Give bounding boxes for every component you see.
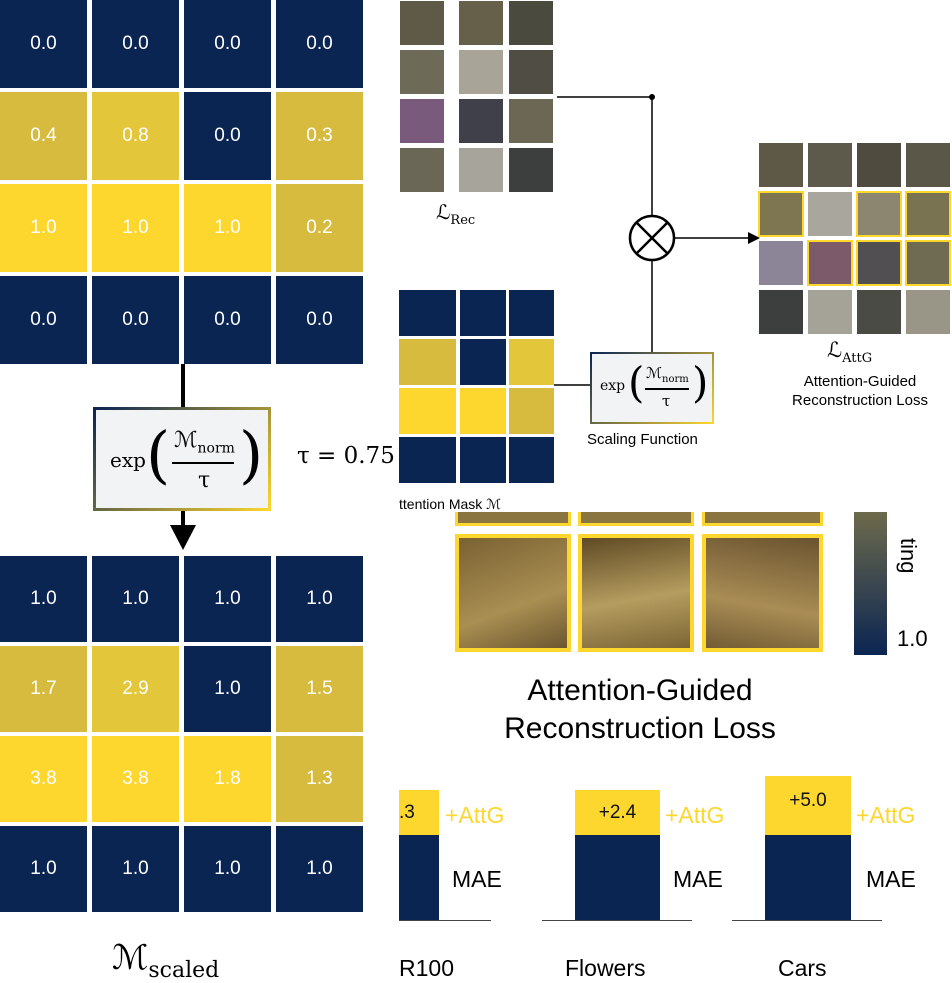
l-attg-symbol: ℒ xyxy=(827,338,843,362)
matrix-cell: 0.0 xyxy=(92,276,179,364)
numerator-symbol-small: ℳ xyxy=(646,364,663,382)
m-scaled-symbol: ℳ xyxy=(112,938,149,978)
matrix-cell: 2.9 xyxy=(92,646,179,732)
matrix-cell: 1.0 xyxy=(0,184,87,272)
mae-label: MAE xyxy=(452,866,502,892)
matrix-cell: 0.0 xyxy=(184,276,271,364)
weighting-colorbar xyxy=(854,512,887,655)
section-title: Attention-Guided Reconstruction Loss xyxy=(455,672,825,748)
l-rec-sub: Rec xyxy=(450,213,476,228)
matrix-cell: 0.0 xyxy=(184,0,271,88)
l-attg-sub: AttG xyxy=(842,351,873,367)
colorbar-tick: 1.0 xyxy=(897,626,928,651)
matrix-cell: 1.0 xyxy=(184,826,271,912)
mae-bar xyxy=(575,835,660,920)
matrix-cell: 0.0 xyxy=(184,92,271,180)
scaling-formula-box-small: exp ( ℳnorm τ ) xyxy=(590,352,714,424)
numerator-sub-small: norm xyxy=(662,374,689,385)
formula-numerator-small: ℳnorm xyxy=(646,364,689,385)
matrix-cell: 0.0 xyxy=(0,276,87,364)
matrix-cell: 0.4 xyxy=(0,92,87,180)
matrix-cell: 1.7 xyxy=(0,646,87,732)
delta-label: .3 xyxy=(399,801,415,823)
mae-label: MAE xyxy=(673,866,723,892)
fraction-bar-small xyxy=(645,388,689,390)
matrix-cell: 0.0 xyxy=(92,0,179,88)
section-title-line: Attention-Guided xyxy=(527,674,753,707)
attg-caption-line: Attention-Guided xyxy=(803,373,917,390)
connector-line xyxy=(181,510,185,528)
l-rec-symbol: ℒ xyxy=(436,200,451,224)
attg-bar: +2.4 xyxy=(575,790,660,835)
attention-mask-label: ttention Mask ℳ xyxy=(399,496,502,512)
paren-close: ) xyxy=(239,418,264,491)
matrix-cell: 3.8 xyxy=(92,736,179,822)
matrix-cell: 0.3 xyxy=(276,92,363,180)
paren-close-small: ) xyxy=(692,358,709,407)
connector-line xyxy=(181,364,185,409)
matrix-cell: 1.0 xyxy=(92,826,179,912)
formula-denominator-small: τ xyxy=(662,392,671,410)
matrix-cell: 0.2 xyxy=(276,184,363,272)
scaling-formula-box: exp ( ℳnorm τ ) xyxy=(93,407,271,511)
delta-label: +2.4 xyxy=(598,801,637,823)
dataset-label: R100 xyxy=(399,955,454,981)
matrix-cell: 1.0 xyxy=(276,556,363,642)
attg-label: +AttG xyxy=(445,802,505,828)
section-title-line: Reconstruction Loss xyxy=(504,712,776,745)
attg-caption-line: Reconstruction Loss xyxy=(792,392,928,409)
matrix-cell: 3.8 xyxy=(0,736,87,822)
matrix-cell: 1.3 xyxy=(276,736,363,822)
l-rec-label: ℒRec xyxy=(436,200,475,228)
mae-bar xyxy=(765,835,851,920)
mae-label: MAE xyxy=(866,866,916,892)
fraction-bar xyxy=(172,462,234,464)
matrix-cell: 0.0 xyxy=(276,0,363,88)
numerator-sub: norm xyxy=(197,440,235,457)
matrix-cell: 1.5 xyxy=(276,646,363,732)
matrix-cell: 0.0 xyxy=(0,0,87,88)
matrix-cell: 1.0 xyxy=(0,826,87,912)
baseline xyxy=(399,920,491,921)
attg-caption: Attention-Guided Reconstruction Loss xyxy=(770,372,950,410)
matrix-cell: 0.8 xyxy=(92,92,179,180)
attg-label: +AttG xyxy=(856,802,916,828)
matrix-cell: 1.0 xyxy=(0,556,87,642)
l-attg-label: ℒAttG xyxy=(827,338,872,366)
attg-bar: .3 xyxy=(399,790,439,835)
matrix-cell: 0.0 xyxy=(276,276,363,364)
dataset-label: Flowers xyxy=(565,955,646,981)
numerator-symbol: ℳ xyxy=(174,428,198,453)
formula-numerator: ℳnorm xyxy=(174,428,235,456)
scaling-function-label: Scaling Function xyxy=(587,431,698,448)
mae-bar xyxy=(399,835,439,920)
attg-label: +AttG xyxy=(665,802,725,828)
formula-prefix-small: exp xyxy=(600,378,626,394)
attg-bar: +5.0 xyxy=(765,776,851,835)
colorbar-title: ting xyxy=(896,538,921,574)
matrix-cell: 1.0 xyxy=(276,826,363,912)
matrix-cell: 1.0 xyxy=(184,184,271,272)
m-scaled-label: ℳscaled xyxy=(112,938,219,983)
formula-prefix: exp xyxy=(110,448,146,472)
paren-open-small: ( xyxy=(628,358,645,407)
dataset-label: Cars xyxy=(778,955,827,981)
matrix-cell: 1.0 xyxy=(92,556,179,642)
paren-open: ( xyxy=(146,418,171,491)
matrix-cell: 1.0 xyxy=(184,646,271,732)
baseline xyxy=(732,920,882,921)
tau-value: τ = 0.75 xyxy=(297,443,395,469)
matrix-cell: 1.8 xyxy=(184,736,271,822)
matrix-cell: 1.0 xyxy=(184,556,271,642)
formula-denominator: τ xyxy=(198,468,211,493)
matrix-cell: 1.0 xyxy=(92,184,179,272)
baseline xyxy=(542,920,692,921)
delta-label: +5.0 xyxy=(789,790,827,811)
m-scaled-sub: scaled xyxy=(148,957,220,983)
arrow-down-icon xyxy=(170,525,196,550)
